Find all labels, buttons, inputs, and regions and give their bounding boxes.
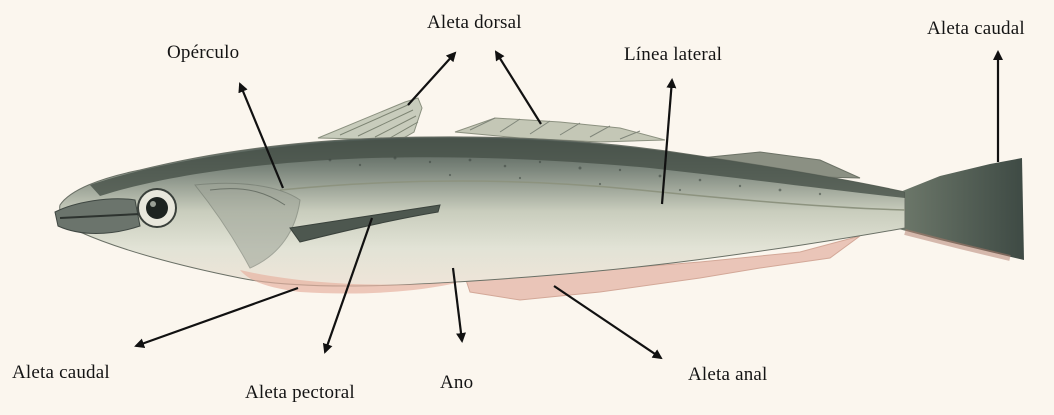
caudal-fin <box>895 158 1024 260</box>
label-ano: Ano <box>440 372 473 394</box>
label-aleta-caudal-top: Aleta caudal <box>927 18 1025 40</box>
arrow-aleta-anal <box>554 286 661 358</box>
arrow-aleta-dorsal-1 <box>408 53 455 105</box>
label-aleta-caudal-left: Aleta caudal <box>12 362 110 384</box>
first-dorsal-fin <box>318 98 422 140</box>
label-aleta-pectoral: Aleta pectoral <box>245 382 355 404</box>
label-aleta-anal: Aleta anal <box>688 364 768 386</box>
arrow-aleta-caudal-left <box>136 288 298 346</box>
arrow-aleta-dorsal-2 <box>496 52 541 124</box>
label-operculo: Opérculo <box>167 42 239 64</box>
label-linea-lateral: Línea lateral <box>624 44 722 66</box>
label-aleta-dorsal: Aleta dorsal <box>427 12 522 34</box>
